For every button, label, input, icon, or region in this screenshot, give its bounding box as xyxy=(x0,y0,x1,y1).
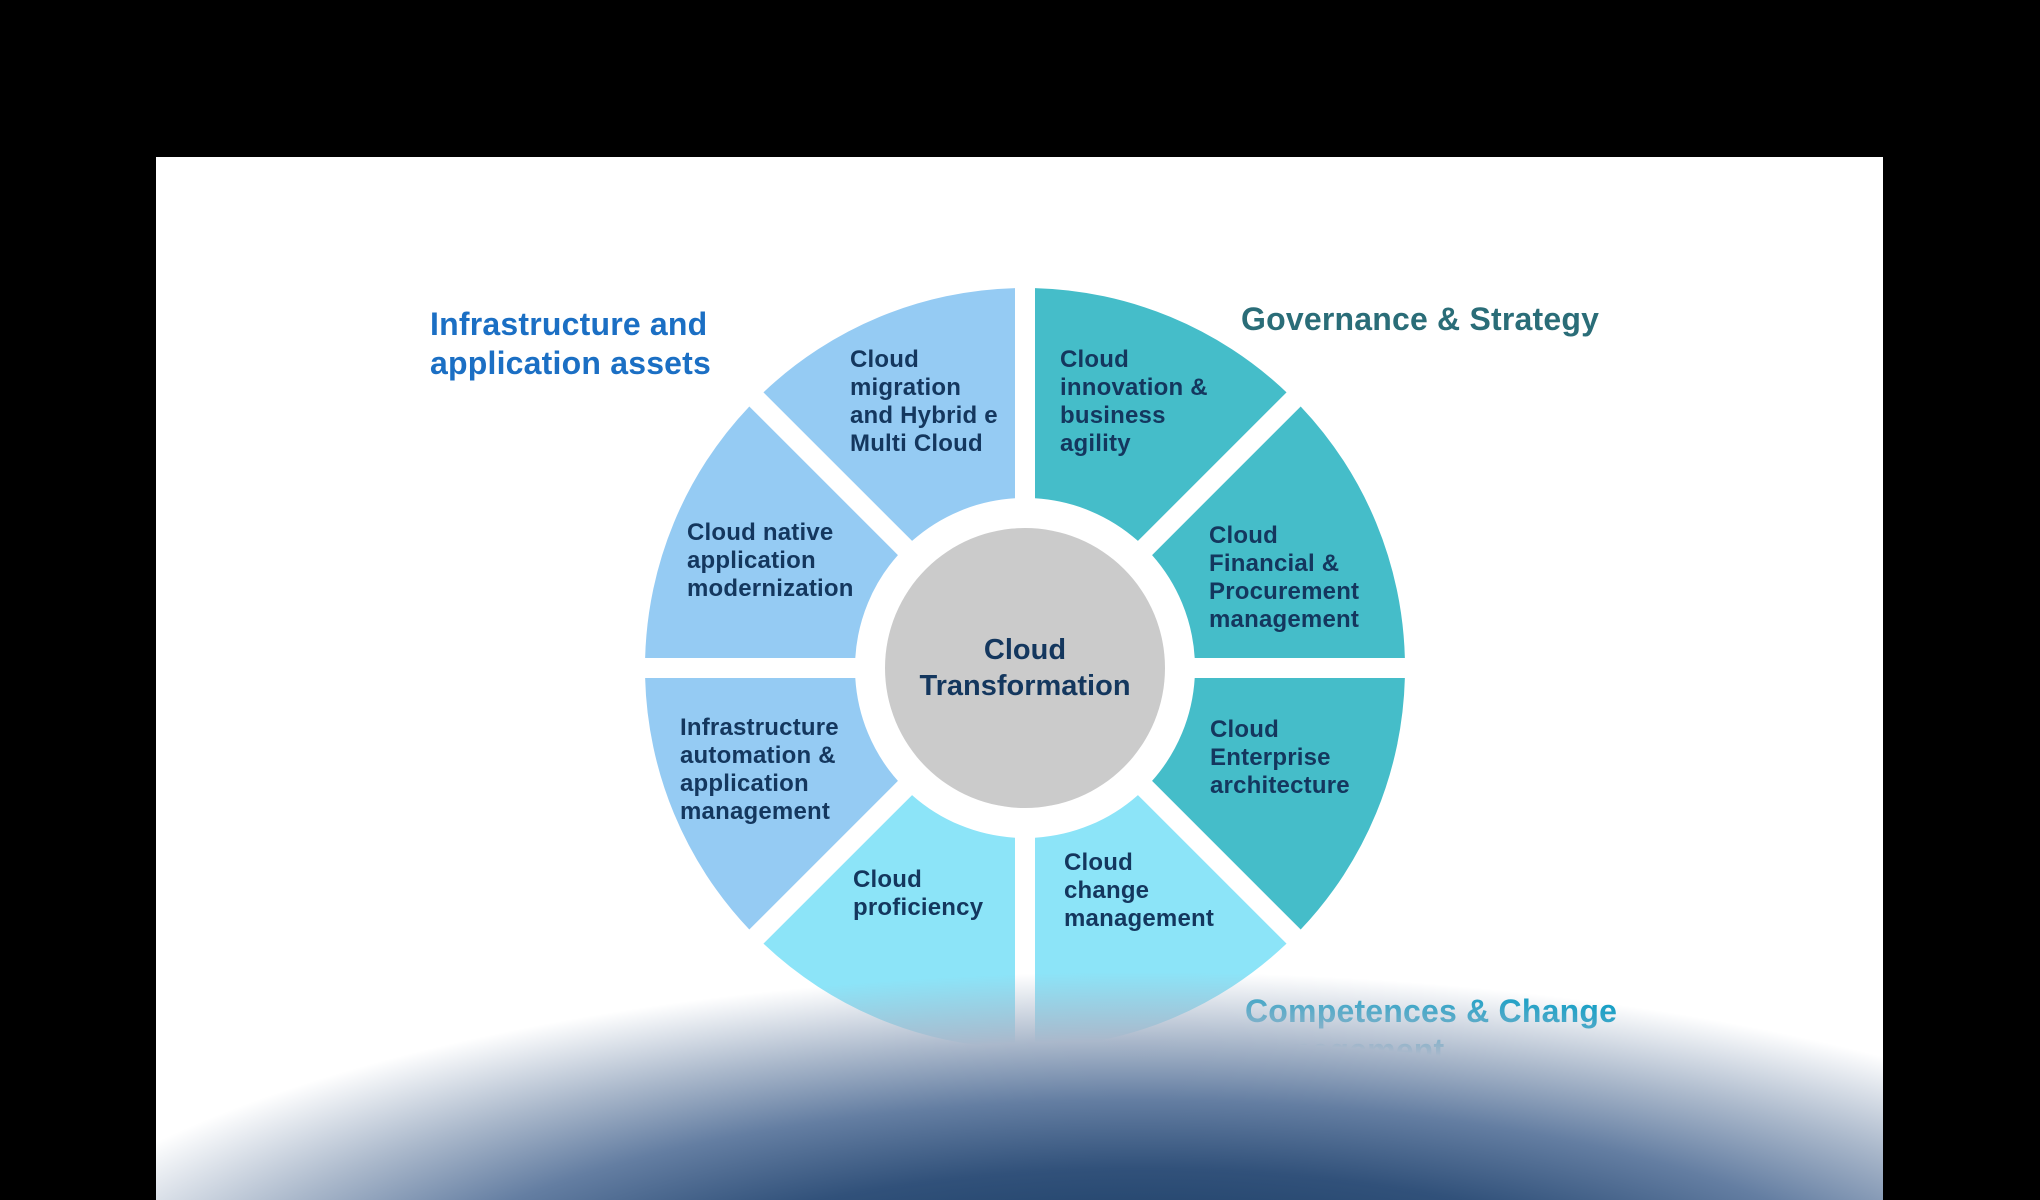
segment-label-cloud-innovation-business-agility: Cloud innovation & business agility xyxy=(1060,346,1208,457)
segment-label-cloud-financial-procurement-management: Cloud Financial & Procurement management xyxy=(1209,522,1360,633)
segment-label-cloud-migration-hybrid-multi-cloud: Cloud migration and Hybrid e Multi Cloud xyxy=(850,346,998,457)
category-label-infrastructure-and-application-assets: Infrastructure and application assets xyxy=(430,306,712,381)
segment-label-infrastructure-automation-application-management: Infrastructure automation & application … xyxy=(680,714,839,825)
segment-label-cloud-proficiency: Cloud proficiency xyxy=(853,866,984,921)
segment-label-cloud-change-management: Cloud change management xyxy=(1064,849,1215,932)
category-label-governance-and-strategy: Governance & Strategy xyxy=(1241,301,1600,337)
category-label-competences-and-change-management: Competences & Change management xyxy=(1245,993,1618,1068)
segment-label-cloud-enterprise-architecture: Cloud Enterprise architecture xyxy=(1210,716,1350,799)
segment-label-cloud-native-application-modernization: Cloud native application modernization xyxy=(687,519,854,602)
center-circle-label: Cloud Transformation xyxy=(919,634,1131,702)
